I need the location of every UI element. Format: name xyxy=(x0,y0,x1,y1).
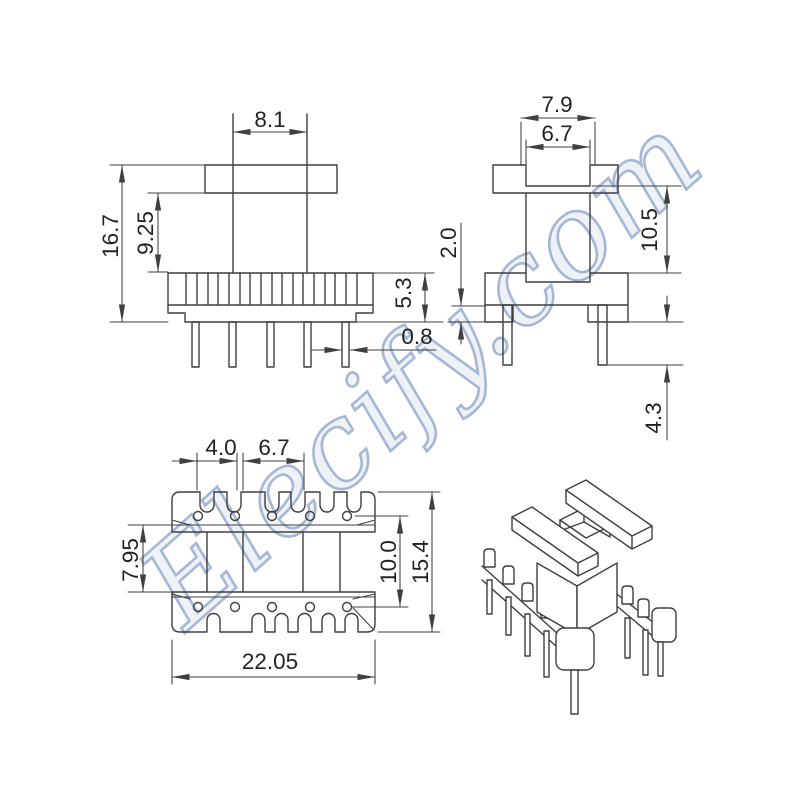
front-winding-body xyxy=(167,272,374,306)
front-view-labels: 8.1 16.7 9.25 5.3 0.8 xyxy=(98,107,433,349)
iso-right-block xyxy=(651,607,677,643)
top-extension-lines xyxy=(171,452,441,685)
front-core-column xyxy=(232,113,308,274)
iso-top-flanges xyxy=(511,479,653,577)
dim-front-core-width: 8.1 xyxy=(254,107,285,132)
top-upper-holes xyxy=(192,510,353,522)
dim-front-winding-height: 9.25 xyxy=(133,211,158,255)
side-pins xyxy=(502,304,608,366)
dim-top-window-width: 6.7 xyxy=(258,435,289,460)
iso-body xyxy=(536,562,618,636)
dim-front-pin-width: 0.8 xyxy=(401,324,432,349)
top-dimension-lines xyxy=(139,457,436,681)
isometric-view xyxy=(481,479,677,715)
side-bottom-flange xyxy=(484,272,629,306)
dim-side-flange-width: 7.9 xyxy=(541,92,572,117)
iso-front-block xyxy=(555,627,595,671)
top-lower-comb-step xyxy=(127,591,376,631)
side-top-extensions xyxy=(520,121,596,166)
top-lower-holes xyxy=(192,601,353,613)
dim-top-winding-gap: 7.95 xyxy=(118,538,143,582)
iso-right-pins xyxy=(624,617,664,677)
top-body-walls xyxy=(206,531,341,593)
side-view xyxy=(447,114,684,441)
front-pins xyxy=(191,321,350,368)
side-top-flange xyxy=(492,164,619,194)
front-top-flange xyxy=(204,164,338,194)
top-view xyxy=(127,452,441,685)
dim-side-window-width: 6.7 xyxy=(541,121,572,146)
side-feet xyxy=(484,304,629,323)
side-extension-lines xyxy=(447,185,684,366)
dim-side-pin-length: 4.3 xyxy=(641,402,666,433)
dim-top-pin-pitch: 4.0 xyxy=(205,435,236,460)
top-view-labels: 4.0 6.7 7.95 10.0 15.4 22.05 xyxy=(118,435,433,674)
dim-top-flange-width: 15.4 xyxy=(408,540,433,584)
dim-front-total-height: 16.7 xyxy=(98,214,123,258)
dim-top-overall-length: 22.05 xyxy=(242,649,298,674)
front-base xyxy=(167,304,374,323)
iso-left-pins xyxy=(486,579,550,678)
dim-front-base-height: 5.3 xyxy=(391,277,416,308)
side-dimension-lines xyxy=(457,114,671,441)
side-view-labels: 7.9 6.7 2.0 10.5 4.3 xyxy=(436,92,666,434)
side-core-tube xyxy=(525,192,591,274)
dim-side-body-height: 10.5 xyxy=(637,208,662,252)
front-view xyxy=(109,113,444,368)
top-upper-comb xyxy=(171,491,376,533)
front-winding-slots xyxy=(185,272,358,306)
iso-front-pin xyxy=(570,669,579,715)
top-upper-comb-step xyxy=(127,519,376,526)
dim-side-standoff: 2.0 xyxy=(436,227,461,258)
front-dimension-lines xyxy=(118,128,437,354)
dim-top-row-spacing: 10.0 xyxy=(376,540,401,584)
top-lower-comb xyxy=(171,591,376,633)
iso-right-comb-teeth xyxy=(621,585,650,618)
